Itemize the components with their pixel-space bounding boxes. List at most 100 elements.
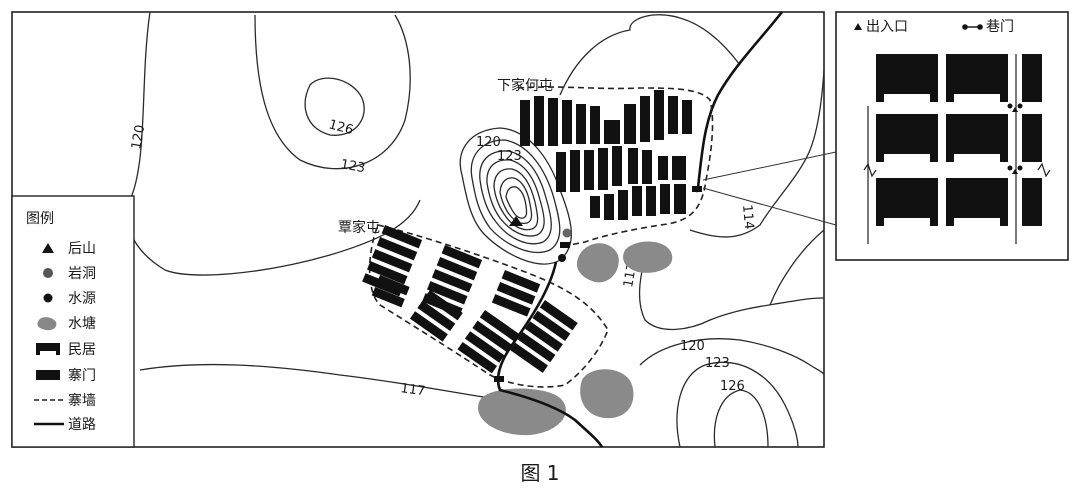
inset-leader-lines <box>702 151 837 226</box>
wall-xiajiahe <box>517 86 714 246</box>
gate-marker <box>692 186 702 192</box>
house <box>472 320 512 353</box>
legend-title: 图例 <box>26 211 54 227</box>
house <box>532 310 571 341</box>
contour-123-se <box>676 361 799 448</box>
village-walls <box>368 86 714 388</box>
house <box>524 321 563 352</box>
house <box>381 225 423 249</box>
house <box>457 341 498 374</box>
inset-house <box>876 114 938 162</box>
house <box>682 100 692 134</box>
inset-detail: 出入口 巷门 <box>835 11 1069 261</box>
house <box>371 287 405 308</box>
road-south <box>496 261 604 448</box>
contour-117-mid <box>638 244 825 331</box>
contour-label-120-left: 120 <box>129 124 148 151</box>
inset-house <box>946 54 1008 102</box>
house <box>672 156 686 180</box>
house <box>376 275 410 296</box>
house <box>548 98 558 146</box>
house <box>491 294 531 317</box>
water-source-marker <box>558 254 566 262</box>
dot-icon <box>43 268 53 278</box>
house <box>590 196 600 218</box>
house <box>556 152 566 192</box>
contour-label-114: 114 <box>739 204 756 230</box>
village-xiajiahe-houses <box>520 90 692 220</box>
inset-label-alley-gate: 巷门 <box>986 19 1014 35</box>
house <box>624 104 636 144</box>
legend-label-water-source: 水源 <box>68 291 96 307</box>
contour-label-126-left: 126 <box>327 117 355 138</box>
house <box>376 237 418 261</box>
house <box>479 310 520 342</box>
contour-east-curve <box>689 69 825 238</box>
legend-label-wall: 寨墙 <box>68 392 96 409</box>
dot-icon <box>43 293 53 303</box>
hill-summit-marker <box>509 216 523 226</box>
village-label-xiajiahe: 下家何屯 <box>497 77 553 94</box>
pond-3 <box>580 369 634 419</box>
house <box>367 261 408 285</box>
entrance-marker <box>1012 107 1018 112</box>
house <box>590 106 600 144</box>
contour-126-se <box>713 389 769 448</box>
contour-label-117-bottom: 117 <box>399 381 426 399</box>
inset-house <box>876 178 938 226</box>
pond-2 <box>623 241 673 273</box>
house <box>576 104 586 144</box>
house <box>534 96 544 146</box>
triangle-icon <box>42 243 54 253</box>
house <box>640 96 650 142</box>
legend-label-pond: 水塘 <box>68 316 96 332</box>
house <box>668 96 678 134</box>
break-mark <box>1037 162 1051 178</box>
house <box>424 290 463 321</box>
leader-line <box>702 151 837 181</box>
village-tanjia-houses <box>362 225 578 374</box>
pond-1 <box>576 243 619 283</box>
alley-gate-marker <box>1007 165 1013 171</box>
inset-house <box>946 178 1008 226</box>
house <box>431 269 473 293</box>
contour-label-126-se: 126 <box>720 379 745 394</box>
house <box>496 282 536 305</box>
house <box>436 257 478 281</box>
house <box>654 90 664 140</box>
contour-label-123-hill: 123 <box>497 149 522 164</box>
legend-label-house: 民居 <box>68 342 96 358</box>
house <box>646 186 656 216</box>
break-mark <box>863 162 877 178</box>
house <box>464 331 505 363</box>
house <box>371 249 413 273</box>
house <box>510 342 548 373</box>
legend-box <box>11 195 135 448</box>
house <box>539 300 578 331</box>
legend-label-cave: 岩洞 <box>68 266 96 282</box>
house <box>584 150 594 190</box>
gate-icon <box>36 370 60 380</box>
inset-house <box>1022 114 1042 162</box>
figure-caption: 图 1 <box>520 461 559 485</box>
house <box>604 120 620 144</box>
contour-label-120-se: 120 <box>680 339 705 354</box>
house <box>604 194 614 220</box>
house <box>658 156 668 180</box>
inset-house <box>1022 178 1042 226</box>
contour-126-left <box>304 77 365 136</box>
inset-label-entrance: 出入口 <box>866 19 908 35</box>
house <box>618 190 628 220</box>
house <box>409 311 448 342</box>
blob-icon <box>37 317 57 331</box>
house <box>612 146 622 186</box>
map-markers <box>494 186 702 382</box>
gate-marker <box>560 242 570 248</box>
inset-house <box>876 54 938 102</box>
village-label-tanjia: 覃家屯 <box>338 219 380 236</box>
house <box>570 150 580 192</box>
ponds <box>478 241 673 436</box>
house <box>674 184 686 214</box>
wall-tanjia <box>368 224 609 388</box>
